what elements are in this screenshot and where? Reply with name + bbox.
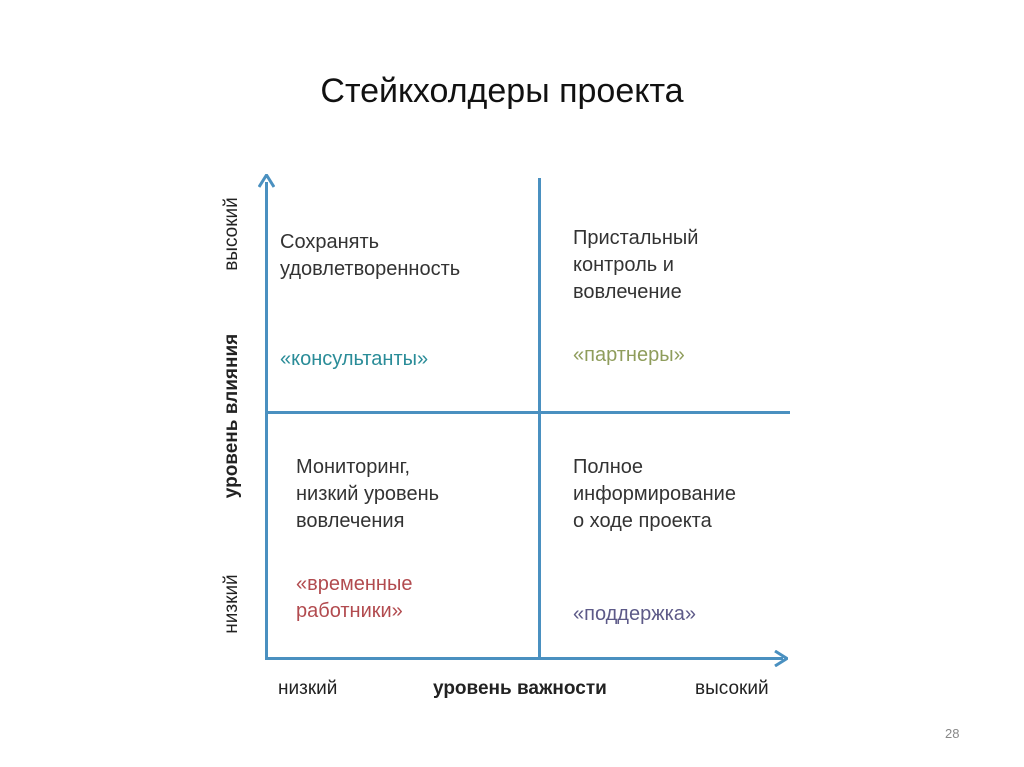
quadrant-top-right-tag: «партнеры»	[573, 344, 685, 366]
y-axis-high-label: высокий	[221, 197, 242, 271]
x-axis-label: уровень важности	[433, 678, 607, 699]
quadrant-top-left-tag: «консультанты»	[280, 348, 429, 370]
vertical-divider	[538, 178, 541, 658]
quadrant-bottom-right-text: Полное информирование о ходе проекта	[573, 454, 736, 535]
x-axis-line	[265, 657, 783, 660]
text-line: контроль и	[573, 254, 674, 276]
x-axis-arrow-icon	[774, 650, 788, 667]
text-line: «временные	[296, 573, 413, 595]
horizontal-divider	[265, 411, 790, 414]
quadrant-bottom-left-text: Мониторинг, низкий уровень вовлечения	[296, 454, 439, 535]
text-line: вовлечение	[573, 281, 682, 303]
text-line: удовлетворенность	[280, 258, 461, 280]
quadrant-bottom-right-tag: «поддержка»	[573, 603, 697, 625]
slide-title: Стейкхолдеры проекта	[320, 72, 684, 110]
text-line: Полное	[573, 456, 644, 478]
text-line: Сохранять	[280, 231, 380, 253]
quadrant-top-right-text: Пристальный контроль и вовлечение	[573, 225, 698, 306]
text-line: работники»	[296, 600, 403, 622]
quadrant-top-left-text: Сохранять удовлетворенность	[280, 229, 460, 283]
y-axis-arrow-icon	[258, 174, 275, 188]
text-line: о ходе проекта	[573, 510, 712, 532]
text-line: низкий уровень	[296, 483, 440, 505]
y-axis-line	[265, 182, 268, 660]
text-line: Мониторинг,	[296, 456, 411, 478]
y-axis-low-label: низкий	[221, 574, 242, 634]
text-line: Пристальный	[573, 227, 699, 249]
x-axis-high-label: высокий	[695, 678, 769, 699]
text-line: информирование	[573, 483, 736, 505]
page-number: 28	[945, 726, 960, 741]
quadrant-bottom-left-tag: «временные работники»	[296, 571, 412, 625]
text-line: вовлечения	[296, 510, 405, 532]
y-axis-label: уровень влияния	[221, 333, 242, 499]
x-axis-low-label: низкий	[278, 678, 338, 699]
